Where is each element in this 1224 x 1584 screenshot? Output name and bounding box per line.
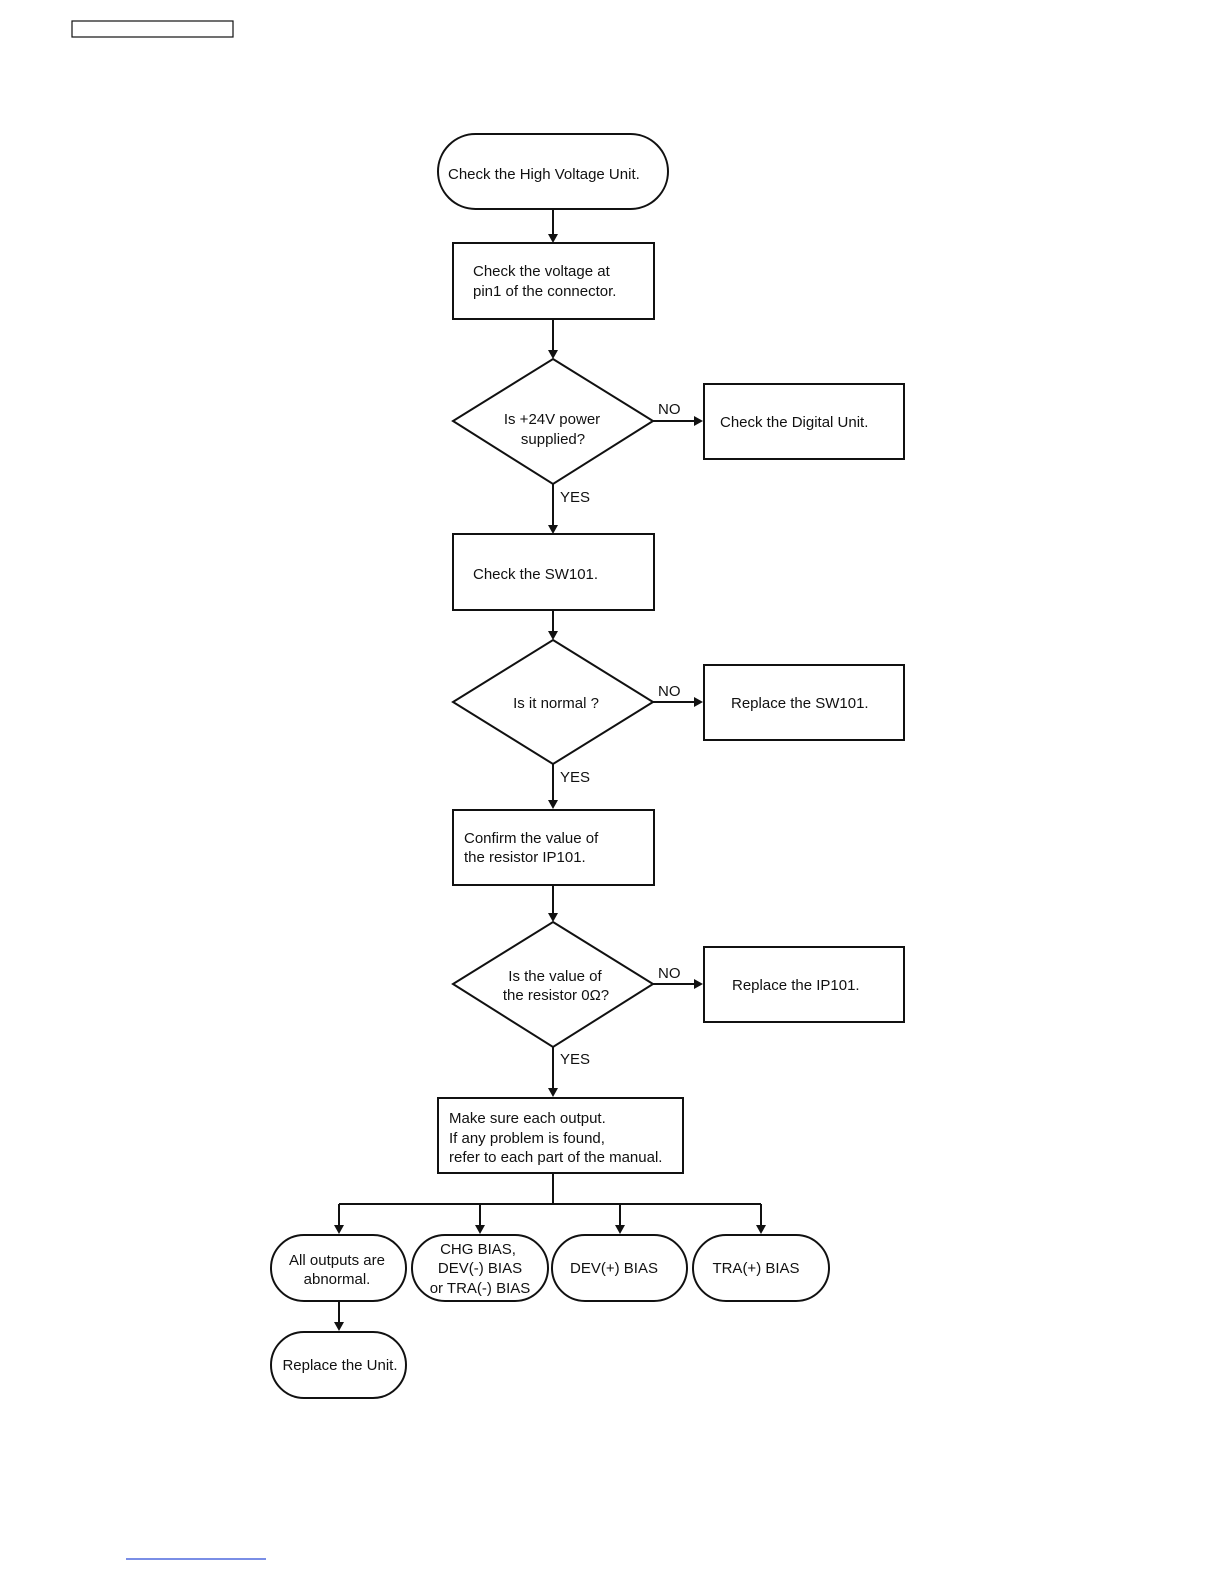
label-yes-resistor: YES <box>560 1051 590 1068</box>
node-all-abnormal-line-1: All outputs are <box>289 1252 385 1269</box>
node-check-sw: Check the SW101. <box>452 533 655 611</box>
arrowhead <box>548 800 558 809</box>
node-chg-bias: CHG BIAS, DEV(-) BIAS or TRA(-) BIAS <box>411 1234 549 1302</box>
node-chg-bias-line-1: CHG BIAS, <box>440 1241 516 1258</box>
node-check-sw-line-1: Check the SW101. <box>473 566 598 583</box>
node-tra-bias: TRA(+) BIAS <box>692 1234 830 1302</box>
node-replace-ip-line-1: Replace the IP101. <box>732 977 860 994</box>
label-yes-normal: YES <box>560 769 590 786</box>
node-make-sure: Make sure each output. If any problem is… <box>437 1097 684 1174</box>
decision-resistor-line-2: the resistor 0Ω? <box>503 987 609 1004</box>
node-check-voltage-line-1: Check the voltage at <box>473 263 611 280</box>
arrowhead <box>475 1225 485 1234</box>
arrowhead <box>548 525 558 534</box>
node-make-sure-line-3: refer to each part of the manual. <box>449 1149 662 1166</box>
arrowhead <box>615 1225 625 1234</box>
node-replace-ip: Replace the IP101. <box>703 946 905 1023</box>
decision-normal: Is it normal ? <box>451 638 655 766</box>
arrowhead <box>548 234 558 243</box>
node-all-abnormal: All outputs are abnormal. <box>270 1234 407 1302</box>
node-check-voltage: Check the voltage at pin1 of the connect… <box>452 242 655 320</box>
node-tra-bias-line-1: TRA(+) BIAS <box>712 1260 799 1277</box>
arrowhead <box>548 1088 558 1097</box>
node-start-line-1: Check the High Voltage Unit. <box>448 166 640 183</box>
node-confirm-resistor-line-1: Confirm the value of <box>464 830 599 847</box>
arrowhead <box>548 913 558 922</box>
decision-resistor: Is the value of the resistor 0Ω? <box>451 920 655 1049</box>
node-chg-bias-line-3: or TRA(-) BIAS <box>430 1280 531 1297</box>
node-check-digital-line-1: Check the Digital Unit. <box>720 414 868 431</box>
label-yes-power: YES <box>560 489 590 506</box>
node-replace-unit: Replace the Unit. <box>270 1331 407 1399</box>
edges <box>334 209 766 1331</box>
arrowhead <box>334 1322 344 1331</box>
node-replace-sw-line-1: Replace the SW101. <box>731 695 869 712</box>
arrowhead <box>548 631 558 640</box>
label-no-power: NO <box>658 401 681 418</box>
arrowhead <box>694 697 703 707</box>
decision-power-line-1: Is +24V power <box>504 411 600 428</box>
node-make-sure-line-2: If any problem is found, <box>449 1130 605 1147</box>
arrowhead <box>548 350 558 359</box>
header-box <box>71 20 234 38</box>
node-confirm-resistor: Confirm the value of the resistor IP101. <box>452 809 655 886</box>
node-check-digital: Check the Digital Unit. <box>703 383 905 460</box>
decision-normal-line-1: Is it normal ? <box>513 695 599 712</box>
node-make-sure-line-1: Make sure each output. <box>449 1110 606 1127</box>
node-all-abnormal-line-2: abnormal. <box>304 1271 371 1288</box>
decision-power: Is +24V power supplied? <box>451 357 655 486</box>
decision-power-line-2: supplied? <box>521 431 585 448</box>
arrowhead <box>694 979 703 989</box>
node-check-voltage-line-2: pin1 of the connector. <box>473 283 616 300</box>
node-start: Check the High Voltage Unit. <box>437 133 669 210</box>
label-no-normal: NO <box>658 683 681 700</box>
node-dev-bias-line-1: DEV(+) BIAS <box>570 1260 658 1277</box>
node-confirm-resistor-line-2: the resistor IP101. <box>464 849 586 866</box>
node-chg-bias-line-2: DEV(-) BIAS <box>438 1260 522 1277</box>
node-replace-unit-line-1: Replace the Unit. <box>282 1357 397 1374</box>
arrowhead <box>334 1225 344 1234</box>
node-replace-sw: Replace the SW101. <box>703 664 905 741</box>
label-no-resistor: NO <box>658 965 681 982</box>
decision-resistor-line-1: Is the value of <box>508 968 602 985</box>
arrowhead <box>694 416 703 426</box>
node-dev-bias: DEV(+) BIAS <box>551 1234 688 1302</box>
arrowhead <box>756 1225 766 1234</box>
